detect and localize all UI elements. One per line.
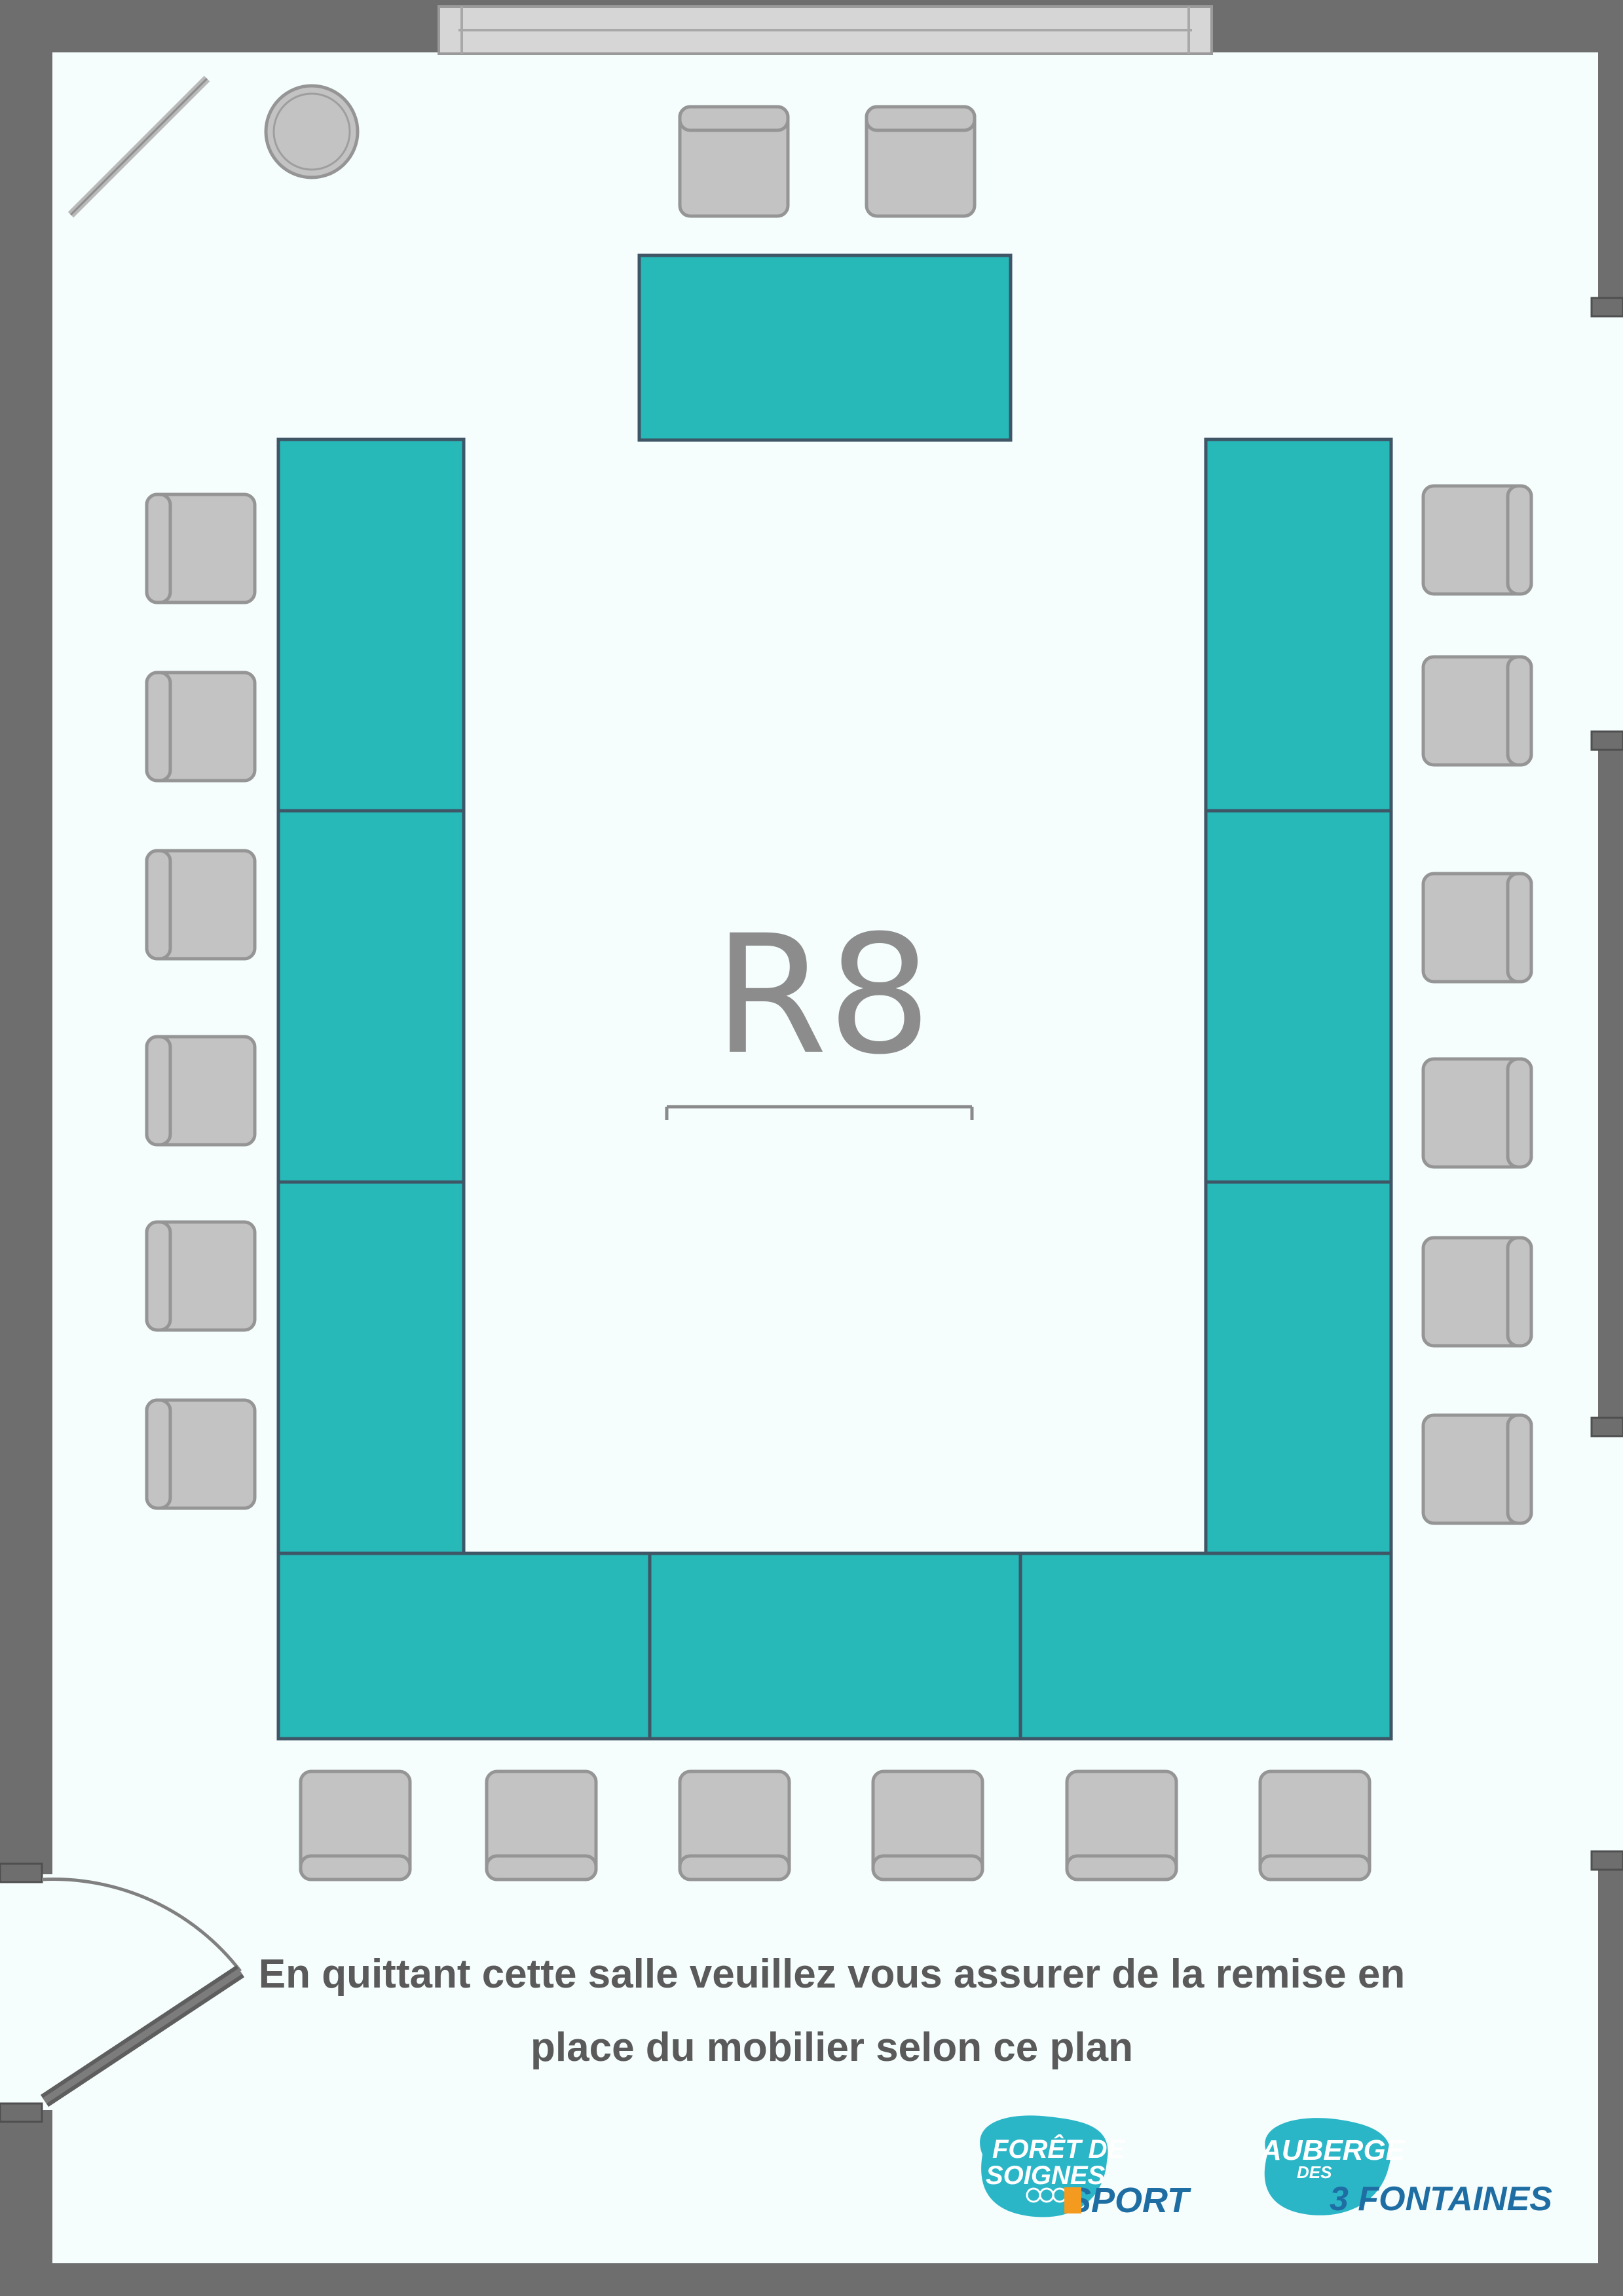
chair [1421,484,1533,596]
logo-foret-de-soignes-sport: FORÊT DE SOIGNES SPORT [980,2115,1191,2220]
projection-screen-icon [665,1105,974,1120]
bin-icon [264,84,360,179]
room-label: R8 [714,900,932,1090]
chair [1421,872,1533,984]
svg-text:FORÊT DE: FORÊT DE [992,2134,1126,2164]
logo-auberge-des-3-fontaines: AUBERGE DES 3 FONTAINES [1260,2118,1552,2218]
chair [145,849,257,961]
window [438,5,1213,55]
table-bottom-2 [648,1551,1022,1741]
tables [276,253,1393,1741]
chair [299,1769,412,1881]
svg-text:SOIGNES: SOIGNES [986,2161,1106,2190]
table-right-1 [1204,437,1393,813]
table-left-3 [276,1180,466,1555]
chair [1065,1769,1178,1881]
chair [678,105,790,218]
table-bottom-3 [1018,1551,1393,1741]
chair [1421,655,1533,767]
svg-text:3 FONTAINES: 3 FONTAINES [1330,2180,1552,2218]
door-swing-icon [0,1862,245,2123]
chair [145,492,257,604]
chairs [145,105,1533,1881]
chair [145,1220,257,1332]
table-right-3 [1204,1180,1393,1555]
chair [1258,1769,1371,1881]
table-right-2 [1204,809,1393,1184]
notice-line-1: En quittant cette salle veuillez vous as… [258,1952,1406,1997]
chair [145,1035,257,1147]
table-left-1 [276,437,466,813]
svg-text:DES: DES [1297,2162,1332,2182]
chair [1421,1413,1533,1525]
table-bottom-1 [276,1551,652,1741]
chair [1421,1236,1533,1348]
chair [871,1769,984,1881]
chair [145,671,257,783]
right-wall-openings [1590,297,1623,1871]
svg-text:AUBERGE: AUBERGE [1260,2134,1406,2166]
chair [678,1769,791,1881]
chair [145,1398,257,1510]
table-head [637,253,1013,442]
chair [1421,1057,1533,1169]
chair [485,1769,598,1881]
table-left-2 [276,809,466,1184]
chair [865,105,977,218]
notice-line-2: place du mobilier selon ce plan [531,2025,1133,2070]
svg-text:SPORT: SPORT [1068,2181,1191,2220]
